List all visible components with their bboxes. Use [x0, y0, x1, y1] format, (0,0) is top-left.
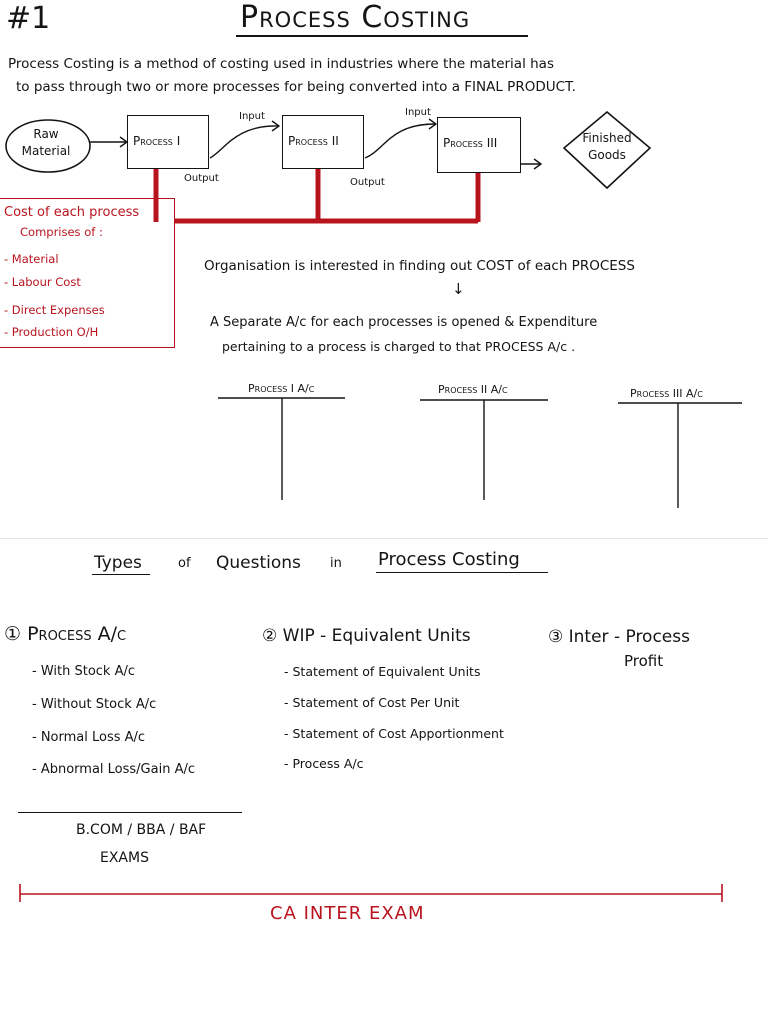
- process-2-label: Process II: [288, 134, 339, 148]
- process-1-label: Process I: [133, 134, 181, 148]
- page-title: Process Costing: [240, 0, 471, 35]
- process-3-box: [437, 117, 521, 173]
- type-1-item: - With Stock A/c: [32, 664, 136, 679]
- type-2-item: - Statement of Equivalent Units: [284, 664, 481, 679]
- types-heading-types: Types: [94, 553, 142, 573]
- type-1-item: - Without Stock A/c: [32, 697, 157, 712]
- types-heading-questions: Questions: [216, 553, 301, 573]
- explanation-line-1: Organisation is interested in finding ou…: [204, 258, 635, 274]
- explanation-line-3: pertaining to a process is charged to th…: [222, 339, 576, 354]
- output-label-2: Output: [350, 177, 385, 188]
- arrow-process1-to-process2: [209, 125, 279, 159]
- type-1-title: ① Process A/c: [4, 623, 127, 645]
- type-3-title-2: Profit: [624, 652, 664, 670]
- arrow-process2-to-process3: [364, 123, 436, 159]
- finished-goods-diamond: [562, 110, 652, 190]
- bcom-divider: [18, 812, 242, 814]
- cost-item: - Direct Expenses: [4, 303, 105, 317]
- types-heading-of: of: [178, 556, 191, 571]
- raw-material-label: Raw Material: [21, 127, 71, 158]
- ca-inter-exam-label: CA INTER EXAM: [270, 903, 425, 924]
- bcom-exam-label: B.COM / BBA / BAF: [76, 822, 207, 838]
- explanation-line-2: A Separate A/c for each processes is ope…: [210, 315, 598, 330]
- process-2-box: [282, 115, 364, 169]
- process-1-account-title: Process I A/c: [248, 382, 315, 395]
- raw-material-oval: [5, 119, 91, 173]
- output-connectors: [153, 168, 481, 224]
- type-2-item: - Statement of Cost Per Unit: [284, 695, 460, 710]
- cost-box-title: Cost of each process: [4, 205, 140, 220]
- types-heading-process-costing: Process Costing: [378, 549, 520, 570]
- cost-item: - Production O/H: [4, 325, 99, 339]
- types-heading-in: in: [330, 556, 342, 571]
- definition-line-1: Process Costing is a method of costing u…: [8, 56, 554, 72]
- bcom-exam-label-2: EXAMS: [100, 850, 149, 866]
- title-underline: [236, 35, 528, 37]
- types-heading-underline: [92, 574, 150, 576]
- process-3-account-title: Process III A/c: [630, 387, 703, 400]
- type-1-item: - Normal Loss A/c: [32, 730, 146, 745]
- type-2-item: - Statement of Cost Apportionment: [284, 726, 504, 741]
- cost-box: [0, 198, 175, 348]
- output-label-1: Output: [184, 173, 219, 184]
- cost-box-subtitle: Comprises of :: [20, 225, 103, 239]
- explanation-arrow: ↓: [452, 280, 465, 298]
- input-label-1: Input: [239, 111, 265, 122]
- input-label-2: Input: [405, 107, 431, 118]
- cost-item: - Labour Cost: [4, 275, 81, 289]
- type-1-item: - Abnormal Loss/Gain A/c: [32, 762, 195, 777]
- definition-line-2: to pass through two or more processes fo…: [16, 79, 576, 95]
- t-accounts: [218, 397, 742, 508]
- finished-goods-label: Finished Goods: [582, 131, 632, 162]
- process-1-box: [127, 115, 209, 169]
- process-costing-underline: [376, 572, 548, 574]
- process-2-account-title: Process II A/c: [438, 383, 508, 396]
- page-number: #1: [6, 1, 51, 36]
- types-section: [0, 538, 768, 1025]
- type-2-item: - Process A/c: [284, 756, 364, 771]
- type-2-title: ② WIP - Equivalent Units: [262, 626, 471, 646]
- cost-item: - Material: [4, 252, 59, 266]
- process-3-label: Process III: [443, 136, 498, 150]
- type-3-title: ③ Inter - Process: [548, 627, 690, 647]
